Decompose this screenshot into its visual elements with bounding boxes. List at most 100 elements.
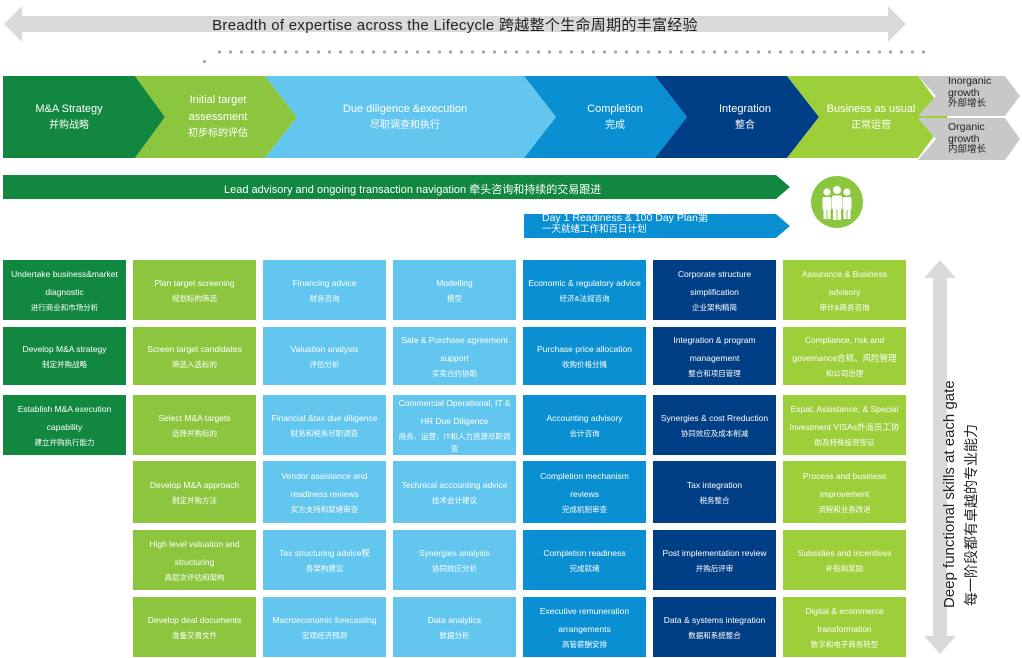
capability-label-en: Compliance, risk and governance合规、风险管理 [792,335,897,363]
capability-label-en: Technical accounting advice [401,480,508,491]
capability-label-en: Modelling [436,278,473,289]
capability-label-en: Establish M&A execution capability [17,404,112,432]
capability-label-en: Select M&A targets [158,413,231,424]
capability-cell: Screen target candidates 筛选入选标的 [133,327,256,385]
capability-label-zh: 制定并购方法 [172,495,217,505]
capability-label-zh: 流程和业务改进 [818,504,871,514]
growth-label-en: Inorganic growth [948,75,992,99]
deep-skills-label-en: Deep functional skills at each gate [941,380,958,608]
phase-label-zh: 尽职调查和执行 [370,119,440,131]
capability-cell: Plan target screening 规划标的筛选 [133,260,256,320]
capability-label-zh: 数据分析 [439,630,470,640]
capability-cell: Commercial Operational, IT & HR Due Dili… [393,395,516,455]
phase-label-zh: 正常运营 [851,119,891,131]
capability-label-zh: 补贴和奖励 [825,563,864,573]
capability-cell: Establish M&A execution capability 建立并购执行… [3,395,126,455]
phase-label-en: M&A Strategy [35,102,103,115]
capability-label-zh: 完成机制审查 [562,504,607,514]
capability-label-zh: 并购后评审 [695,563,734,573]
capability-label-zh: 经济&法规咨询 [559,293,610,303]
capability-label-en: Process and business improvement [802,471,887,499]
capability-cell: Undertake business&market diagnostic 进行商业… [3,260,126,320]
capability-label-zh: 协同效应分析 [432,563,477,573]
lead-advisory-arrow [3,175,790,238]
growth-organic: Organic growth 内部增长 [948,121,1008,156]
capability-label-en: Develop M&A strategy [22,344,107,355]
day1-label-zh: 一天就绪工作和百日计划 [542,223,647,235]
phase-label-en: Integration [719,102,771,115]
capability-label-zh: 数字和电子商务转型 [810,639,879,649]
capability-label-zh: 协同效应及成本削减 [680,428,749,438]
capability-label-en: Valuation analysis [290,344,359,355]
capability-label-en: Undertake business&market diagnostic [11,269,118,297]
phase-label-zh: 整合 [735,119,755,131]
capability-label-zh: 评估分析 [309,359,340,369]
vertical-double-arrow [924,260,956,654]
phase-label-en: Business as usual [826,102,916,115]
growth-label-en: Organic growth [948,121,985,145]
capability-label-en: Financial &tax due diligence [271,413,378,424]
capability-cell: Financing advice 财务咨询 [263,260,386,320]
capability-label-zh: 规划标的筛选 [172,293,217,303]
capability-label-en: Tax integration [686,480,743,491]
capability-label-zh: 收购价格分摊 [562,359,607,369]
capability-cell: Corporate structure simplification 企业架构精简 [653,260,776,320]
capability-label-zh: 高层次评估和架构 [164,572,225,582]
capability-label-zh: 买卖合约协助 [432,368,477,378]
capability-label-en: Assurance & Business advisory [801,269,888,297]
capability-label-zh: 技术会计建议 [432,495,477,505]
capability-label-zh: 商务、运营、IT和人力资源尽职调查 [398,431,511,453]
capability-label-en: Financing advice [292,278,357,289]
capability-label-zh: 会计咨询 [569,428,600,438]
deep-skills-label-zh: 每一阶段都有卓越的专业能力 [963,424,979,606]
lead-advisory-label: Lead advisory and ongoing transaction na… [224,184,602,196]
capability-label-en: Develop deal documents [147,615,242,626]
dotted-divider [203,50,925,63]
capability-label-en: Executive remuneration arrangements [539,606,630,634]
capability-label-en: Corporate structure simplification [677,269,752,297]
phase-initial-target: Initial target assessment 初步标的评估 [170,76,266,158]
capability-label-zh: 审计&商务咨询 [819,302,870,312]
phase-chevrons [3,76,1020,160]
capability-label-zh: 和公司治理 [825,368,864,378]
lifecycle-title: Breadth of expertise across the Lifecycl… [212,17,698,34]
capability-label-zh: 宏观经济预测 [302,630,347,640]
capability-label-zh: 企业架构精简 [692,302,737,312]
capability-label-zh: 财务咨询 [309,293,340,303]
capability-label-zh: 建立并购执行能力 [34,437,95,447]
capability-cell: Completion mechanism reviews 完成机制审查 [523,461,646,523]
capability-cell: Valuation analysis 评估分析 [263,327,386,385]
capability-label-zh: 务架构建议 [305,563,344,573]
day1-label-en: Day 1 Readiness & 100 Day Plan第 [542,212,709,224]
capability-label-zh: 筛选入选标的 [172,359,217,369]
growth-label-zh: 外部增长 [948,98,987,110]
capability-label-zh: 助及特殊投资签证 [814,437,875,447]
capability-cell: Technical accounting advice 技术会计建议 [393,461,516,523]
capability-label-en: Expat, Assistance, & Special Investment … [789,404,900,432]
phase-integration: Integration 整合 [690,76,800,158]
capability-label-en: Completion mechanism reviews [540,471,629,499]
capability-label-zh: 数据和系统整合 [688,630,741,640]
capability-label-en: Integration & program management [673,335,756,363]
capability-label-en: Completion readiness [543,548,626,559]
capability-label-zh: 进行商业和市场分析 [30,302,99,312]
capability-label-en: High level valuation and structuring [149,539,240,567]
capability-label-en: Tax structuring advice税 [279,548,370,559]
capability-label-zh: 买方支持和就绪审查 [290,504,359,514]
capability-label-en: Plan target screening [154,278,235,289]
phase-label-zh: 完成 [605,119,625,131]
capability-label-en: Screen target candidates [147,344,242,355]
phase-label-en: Initial target assessment [188,94,248,124]
